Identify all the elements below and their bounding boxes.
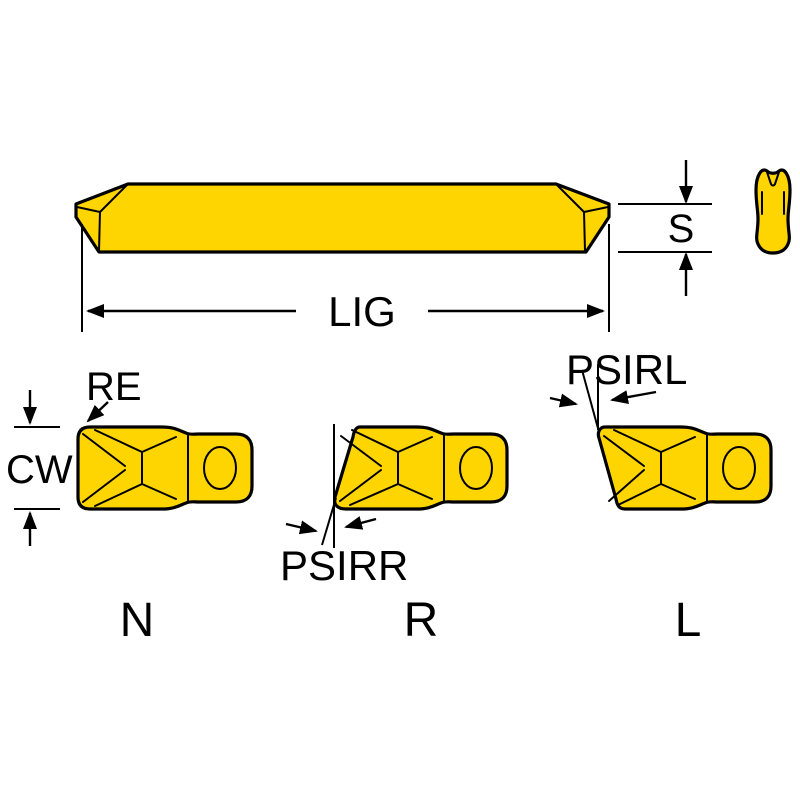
label-cw: CW <box>6 448 73 492</box>
psirr-edge-extension-line <box>321 497 337 546</box>
insert-l-facet-lines <box>603 429 708 506</box>
variant-labels: N R L <box>120 594 702 647</box>
end-view-insert <box>754 168 792 255</box>
re-leader-arrow <box>86 401 109 423</box>
side-view-insert-body <box>74 182 611 254</box>
label-psirr: PSIRR <box>280 542 408 589</box>
psirr-annotation: PSIRR <box>280 424 408 589</box>
variant-label-l: L <box>675 594 702 647</box>
cw-annotation: CW <box>6 390 73 546</box>
s-dimension: S <box>618 160 712 296</box>
variant-label-r: R <box>404 594 439 647</box>
insert-r-facet-lines <box>339 429 445 506</box>
re-annotation: RE <box>86 365 142 423</box>
end-view-insert-body <box>754 168 792 255</box>
psirr-arrow-right <box>344 516 377 530</box>
variant-label-n: N <box>120 594 155 647</box>
psirl-edge-extension-line <box>581 369 600 433</box>
insert-top-view-l <box>596 425 773 511</box>
label-s: S <box>668 207 695 251</box>
s-extension-lines <box>618 203 712 253</box>
psirl-arrow-right <box>610 390 657 405</box>
insert-n-facet-lines <box>82 429 189 507</box>
cw-extension-ticks <box>14 426 60 510</box>
insert-top-view-r <box>332 425 509 511</box>
psirr-arrow-left <box>285 520 318 535</box>
label-lig: LIG <box>328 288 396 335</box>
insert-l-clamp-pocket <box>722 446 756 490</box>
insert-n-body <box>76 425 254 511</box>
psirl-arrow-left <box>549 393 578 408</box>
end-view-insert-facet-lines <box>761 171 785 215</box>
label-re: RE <box>86 365 142 409</box>
side-view-insert-facet-lines <box>76 183 609 252</box>
side-view-insert <box>74 182 611 254</box>
lig-extension-lines <box>81 224 610 332</box>
insert-l-body <box>596 425 773 511</box>
insert-top-view-n <box>76 425 254 511</box>
insert-r-clamp-pocket <box>459 446 493 490</box>
insert-n-clamp-pocket <box>203 446 237 490</box>
psirl-annotation: PSIRL <box>549 346 687 433</box>
lig-dimension: LIG <box>81 224 610 335</box>
label-psirl: PSIRL <box>566 346 687 393</box>
insert-r-body <box>332 425 509 511</box>
